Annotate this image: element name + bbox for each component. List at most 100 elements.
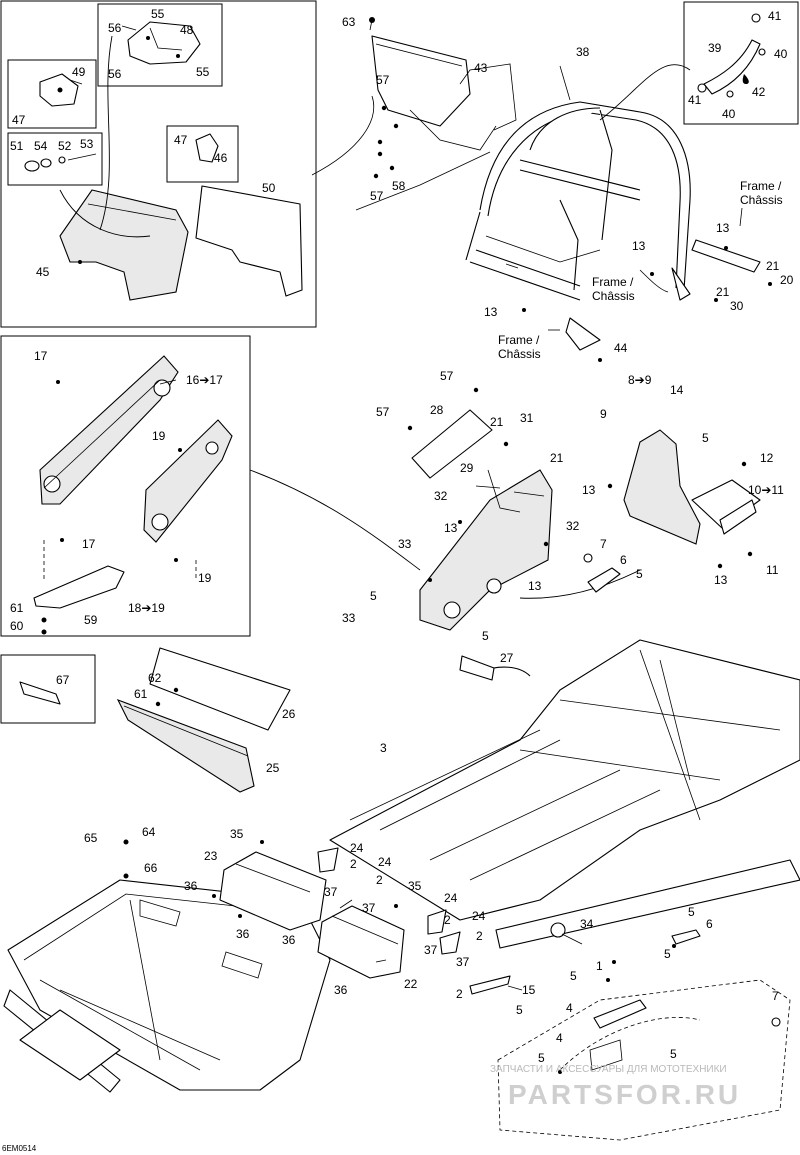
callout-27: 27 [500,651,514,665]
callout-49: 49 [72,65,86,79]
callout-24: 24 [444,891,458,905]
callout-19: 19 [198,571,212,585]
callout-22: 22 [404,977,418,991]
callout-13: 13 [716,221,730,235]
callout-13: 13 [632,239,646,253]
callout-2: 2 [444,913,451,927]
callout-36: 36 [184,879,198,893]
callout-20: 20 [780,273,794,287]
callout-62: 62 [148,671,162,685]
callout-5: 5 [370,589,377,603]
callout-60: 60 [10,619,24,633]
callout-40: 40 [774,47,788,61]
skid-plates-25-26 [116,647,291,793]
callout-55: 55 [196,65,210,79]
callout-57: 57 [440,369,454,383]
callout-36: 36 [334,983,348,997]
callout-4: 4 [566,1001,573,1015]
callout-5: 5 [702,431,709,445]
diagram-code: 6EM0514 [2,1144,37,1153]
callout-12: 12 [760,451,774,465]
callout-29: 29 [460,461,474,475]
callout-labels: 55 56 48 56 55 49 47 51 54 52 53 47 46 5… [10,7,794,1065]
center-console [407,387,553,631]
inset-seat-back-panels [0,0,317,328]
callout-10-11: 10➔11 [748,483,784,497]
callout-19: 19 [152,429,166,443]
callout-33: 33 [398,537,412,551]
callout-50: 50 [262,181,276,195]
callout-24: 24 [350,841,364,855]
callout-61: 61 [10,601,24,615]
callout-28: 28 [430,403,444,417]
callout-33: 33 [342,611,356,625]
callout-61: 61 [134,687,148,701]
callout-6: 6 [620,553,627,567]
watermark-logo: PARTSFOR.RU [508,1079,741,1110]
callout-32: 32 [566,519,580,533]
callout-13: 13 [714,573,728,587]
callout-2: 2 [456,987,463,1001]
frame-label-1a: Frame / [740,179,782,193]
frame-label-1b: Châssis [740,193,783,207]
heat-shields [123,839,461,979]
callout-56: 56 [108,21,122,35]
callout-4: 4 [556,1031,563,1045]
callout-2: 2 [376,873,383,887]
callout-52: 52 [58,139,72,153]
callout-3: 3 [380,741,387,755]
callout-39: 39 [708,41,722,55]
callout-34: 34 [580,917,594,931]
callout-63: 63 [342,15,356,29]
callout-37: 37 [324,885,338,899]
watermark-tagline: ЗАПЧАСТИ И АКСЕССУАРЫ ДЛЯ МОТОТЕХНИКИ [490,1064,727,1075]
callout-5: 5 [538,1051,545,1065]
inset-part-67 [0,654,96,724]
callout-2: 2 [350,857,357,871]
callout-57: 57 [370,189,384,203]
callout-5: 5 [516,1003,523,1017]
callout-11: 11 [766,563,779,577]
frame-label-3b: Châssis [498,347,541,361]
callout-30: 30 [730,299,744,313]
callout-6: 6 [706,917,713,931]
callout-21: 21 [490,415,504,429]
callout-67: 67 [56,673,70,687]
callout-21: 21 [550,451,564,465]
inset-bracket-39 [683,1,799,125]
main-frame [329,639,800,949]
callout-47: 47 [12,113,26,127]
callout-5: 5 [482,629,489,643]
callout-13: 13 [582,483,596,497]
callout-35: 35 [408,879,422,893]
callout-36: 36 [282,933,296,947]
callout-8-9: 8➔9 [628,373,652,387]
front-frame [3,879,331,1093]
frame-label-2a: Frame / [592,275,634,289]
connector-curve-2 [519,569,641,599]
callout-14: 14 [670,383,684,397]
callout-37: 37 [424,943,438,957]
callout-16-17: 16➔17 [186,373,223,387]
callout-38: 38 [576,45,590,59]
callout-43: 43 [474,61,488,75]
callout-31: 31 [520,411,534,425]
frame-label-2b: Châssis [592,289,635,303]
callout-57: 57 [376,405,390,419]
leader-lines [69,25,583,991]
callout-51: 51 [10,139,24,153]
callout-25: 25 [266,761,280,775]
callout-41: 41 [768,9,782,23]
callout-37: 37 [362,901,376,915]
callout-21: 21 [766,259,780,273]
callout-5: 5 [670,1047,677,1061]
callout-56: 56 [108,67,122,81]
callout-40: 40 [722,107,736,121]
callout-15: 15 [522,983,536,997]
callout-57: 57 [376,73,390,87]
callout-2: 2 [476,929,483,943]
callout-48: 48 [180,23,194,37]
callout-1: 1 [596,959,603,973]
callout-24: 24 [472,909,486,923]
